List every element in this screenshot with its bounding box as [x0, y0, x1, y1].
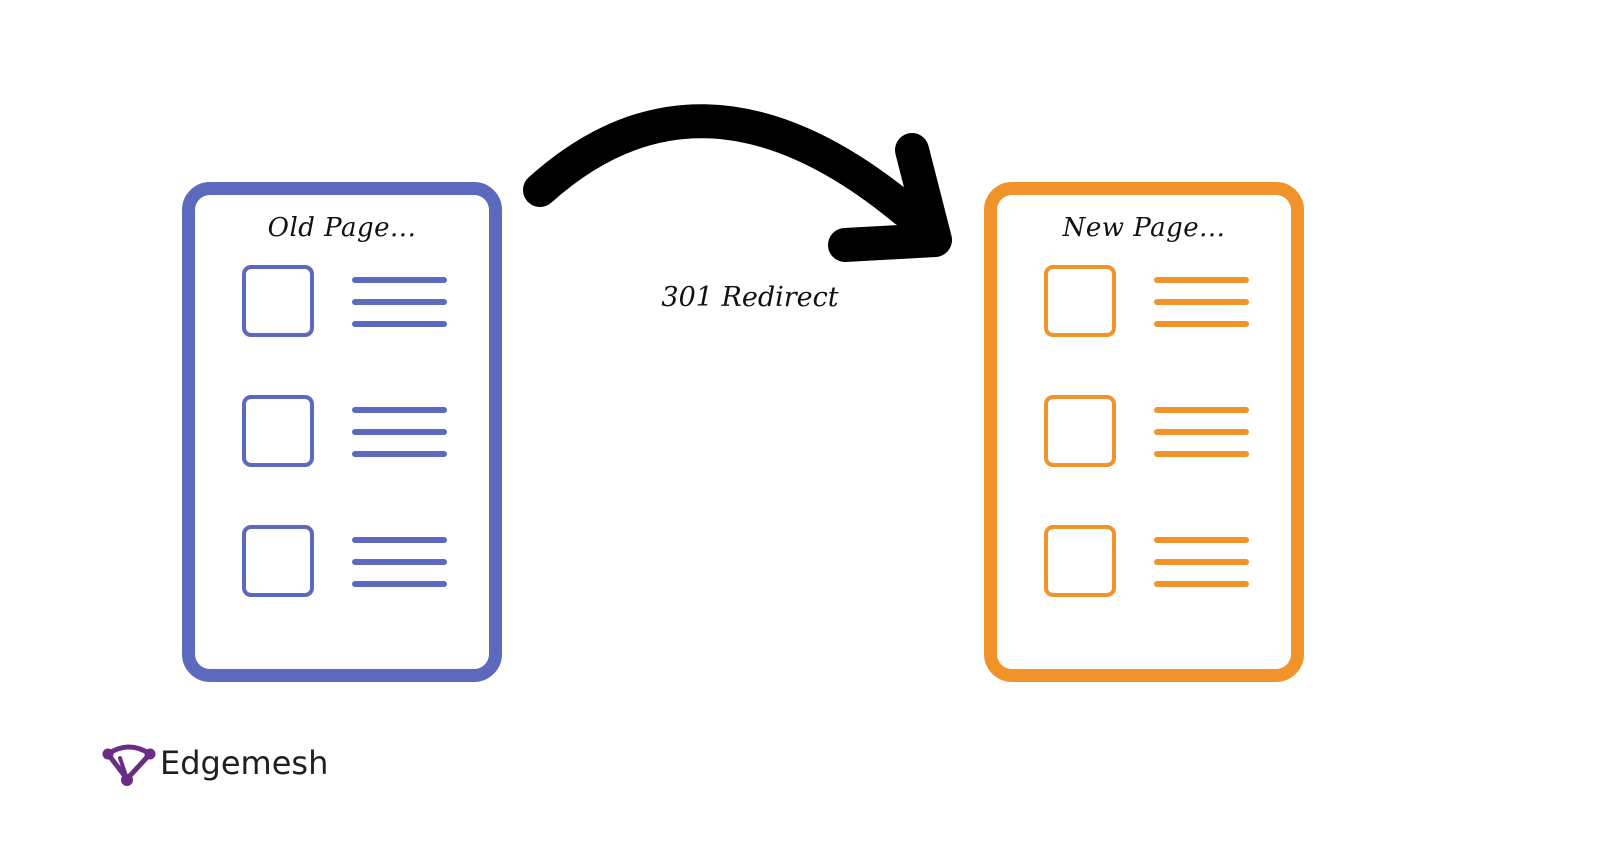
old-page-card: Old Page... [182, 182, 502, 682]
old-item-text-line [352, 299, 447, 305]
new-item-thumbnail [1044, 265, 1116, 337]
new-page-item [1044, 395, 1264, 467]
brand: Edgemesh [102, 738, 328, 788]
old-item-thumbnail [242, 265, 314, 337]
old-page-title: Old Page... [267, 213, 417, 243]
new-item-thumbnail [1044, 525, 1116, 597]
old-item-text-line [352, 429, 447, 435]
old-item-thumbnail [242, 525, 314, 597]
new-item-thumbnail [1044, 395, 1116, 467]
edgemesh-logo-icon [102, 744, 156, 786]
old-item-text-line [352, 277, 447, 283]
old-item-text-line [352, 537, 447, 543]
old-item-text-line [352, 321, 447, 327]
new-item-text-line [1154, 321, 1249, 327]
new-item-text-line [1154, 277, 1249, 283]
old-item-text-line [352, 581, 447, 587]
new-page-card: New Page... [984, 182, 1304, 682]
new-item-text-line [1154, 537, 1249, 543]
old-item-text-line [352, 407, 447, 413]
redirect-label: 301 Redirect [661, 282, 839, 313]
new-item-text-line [1154, 429, 1249, 435]
new-page-title: New Page... [1062, 213, 1226, 243]
old-page-item [242, 525, 462, 597]
old-item-text-line [352, 559, 447, 565]
new-item-text-line [1154, 299, 1249, 305]
old-page-item [242, 395, 462, 467]
new-item-text-line [1154, 559, 1249, 565]
new-page-item [1044, 525, 1264, 597]
new-item-text-line [1154, 581, 1249, 587]
new-item-text-line [1154, 407, 1249, 413]
redirect-arrow-shaft [523, 104, 922, 227]
new-item-text-line [1154, 451, 1249, 457]
old-item-thumbnail [242, 395, 314, 467]
old-item-text-line [352, 451, 447, 457]
redirect-arrowhead [828, 133, 952, 262]
old-page-item [242, 265, 462, 337]
brand-name: Edgemesh [160, 744, 329, 782]
new-page-item [1044, 265, 1264, 337]
